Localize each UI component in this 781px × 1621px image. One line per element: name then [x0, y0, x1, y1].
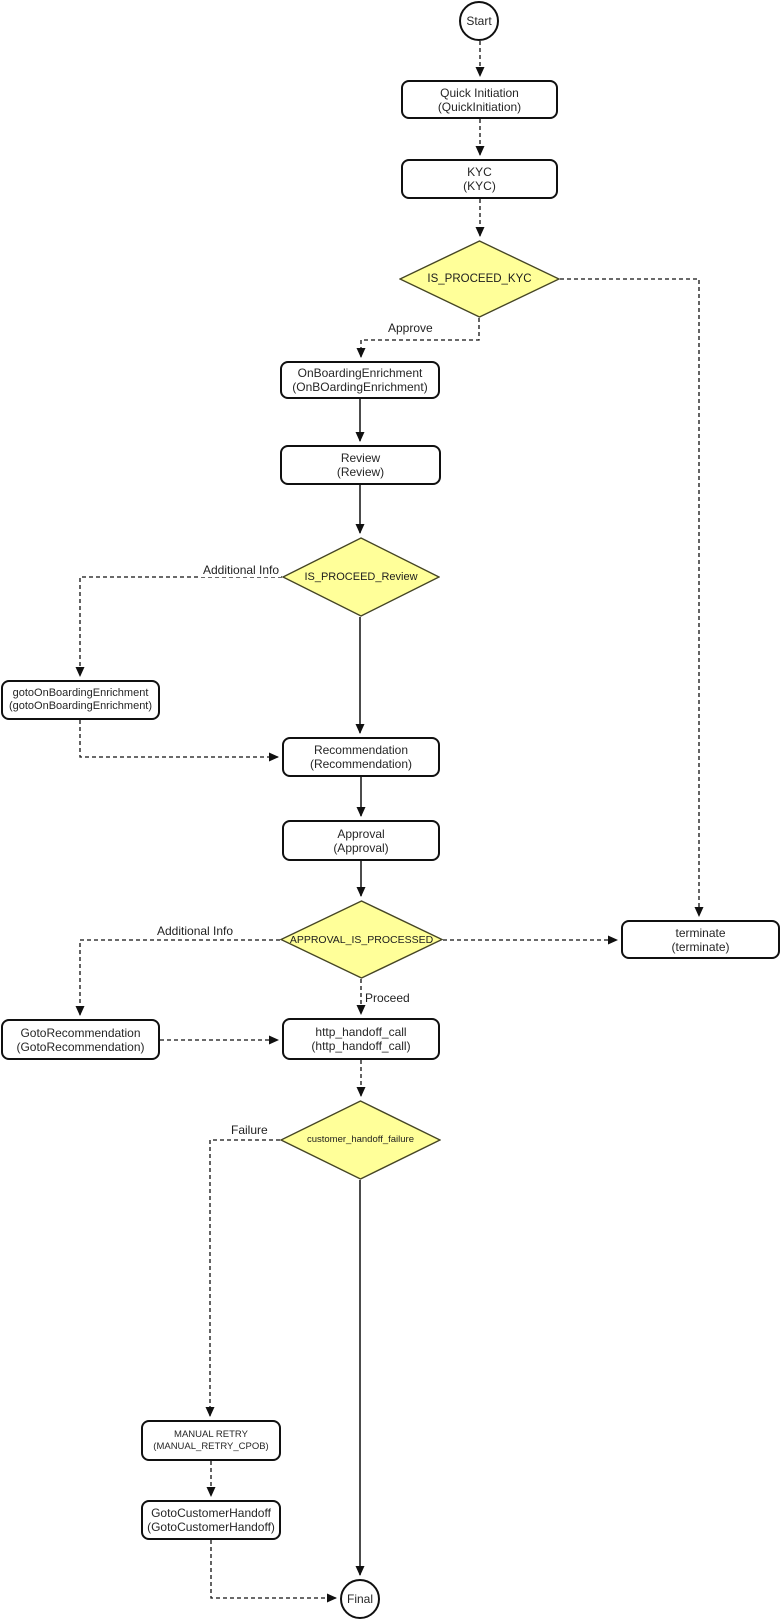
- onboarding-enrichment-title: OnBoardingEnrichment: [297, 366, 423, 380]
- manual-retry-id: (MANUAL_RETRY_CPOB): [153, 1440, 269, 1452]
- recommendation-id: (Recommendation): [309, 757, 413, 771]
- goto-onboarding-enrichment-title: gotoOnBoardingEnrichment: [12, 687, 149, 699]
- is-proceed-kyc-decision: IS_PROCEED_KYC: [399, 240, 560, 318]
- quick-initiation-node: Quick Initiation (QuickInitiation): [401, 80, 558, 119]
- recommendation-title: Recommendation: [313, 743, 409, 757]
- approval-node: Approval (Approval): [282, 820, 440, 861]
- goto-customer-handoff-node: GotoCustomerHandoff (GotoCustomerHandoff…: [141, 1500, 281, 1540]
- kyc-title: KYC: [467, 165, 492, 179]
- final-label: Final: [346, 1592, 373, 1606]
- kyc-node: KYC (KYC): [401, 159, 558, 199]
- quick-initiation-title: Quick Initiation: [440, 85, 519, 100]
- terminate-id: (terminate): [671, 939, 730, 954]
- goto-onboarding-enrichment-node: gotoOnBoardingEnrichment (gotoOnBoarding…: [1, 680, 160, 720]
- edge-isproceedkyc-terminate: [560, 278, 704, 917]
- http-handoff-call-id: (http_handoff_call): [311, 1039, 411, 1053]
- start-node: Start: [459, 1, 499, 41]
- edge-label-proceed: Proceed: [363, 991, 412, 1005]
- goto-recommendation-title: GotoRecommendation: [20, 1025, 141, 1040]
- quick-initiation-id: (QuickInitiation): [437, 99, 522, 114]
- diamond-shape: [282, 537, 440, 617]
- edge-gotocustomerhandoff-final: [210, 1540, 337, 1603]
- terminate-node: terminate (terminate): [621, 920, 780, 959]
- edge-label-approve: Approve: [386, 321, 435, 335]
- goto-onboarding-enrichment-id: (gotoOnBoardingEnrichment): [8, 700, 153, 712]
- goto-customer-handoff-title: GotoCustomerHandoff: [151, 1506, 271, 1520]
- diamond-shape: [399, 240, 560, 318]
- edge-isproceedkyc-onboardingenrichment: [356, 318, 480, 358]
- edge-customerhandofffailure-manualretry: [205, 1139, 280, 1417]
- onboarding-enrichment-node: OnBoardingEnrichment (OnBOardingEnrichme…: [280, 361, 440, 399]
- customer-handoff-failure-decision: customer_handoff_failure: [280, 1100, 441, 1180]
- kyc-id: (KYC): [463, 179, 496, 193]
- http-handoff-call-title: http_handoff_call: [315, 1025, 407, 1039]
- final-node: Final: [340, 1579, 380, 1619]
- edge-approvalisprocessed-gotorecommendation: [75, 939, 280, 1016]
- edge-gotoonboardingenrichment-recommendation: [79, 720, 279, 762]
- approval-id: (Approval): [333, 840, 389, 855]
- approval-is-processed-decision: APPROVAL_IS_PROCESSED: [280, 900, 443, 979]
- http-handoff-call-node: http_handoff_call (http_handoff_call): [282, 1018, 440, 1060]
- goto-recommendation-id: (GotoRecommendation): [16, 1039, 145, 1054]
- edge-label-additional-info-approval: Additional Info: [155, 924, 236, 938]
- terminate-title: terminate: [675, 925, 726, 940]
- start-label: Start: [466, 14, 492, 28]
- goto-customer-handoff-id: (GotoCustomerHandoff): [147, 1520, 275, 1534]
- approval-title: Approval: [337, 826, 385, 841]
- diamond-shape: [280, 900, 443, 979]
- goto-recommendation-node: GotoRecommendation (GotoRecommendation): [1, 1019, 160, 1060]
- review-id: (Review): [336, 465, 385, 479]
- is-proceed-review-label: IS_PROCEED_Review: [304, 571, 418, 583]
- edge-label-failure: Failure: [229, 1123, 270, 1137]
- manual-retry-title: MANUAL RETRY: [174, 1428, 248, 1440]
- customer-handoff-failure-label: customer_handoff_failure: [306, 1134, 415, 1145]
- is-proceed-kyc-label: IS_PROCEED_KYC: [427, 273, 532, 285]
- edge-label-additional-info-review: Additional Info: [201, 563, 282, 577]
- onboarding-enrichment-id: (OnBOardingEnrichment): [292, 380, 428, 394]
- recommendation-node: Recommendation (Recommendation): [282, 737, 440, 777]
- review-title: Review: [340, 451, 381, 465]
- review-node: Review (Review): [280, 445, 441, 485]
- manual-retry-node: MANUAL RETRY (MANUAL_RETRY_CPOB): [141, 1420, 281, 1461]
- is-proceed-review-decision: IS_PROCEED_Review: [282, 537, 440, 617]
- edge-isproceedreview-gotoonboardingenrichment: [75, 576, 282, 677]
- approval-is-processed-label: APPROVAL_IS_PROCESSED: [289, 933, 434, 946]
- diamond-shape: [280, 1100, 441, 1180]
